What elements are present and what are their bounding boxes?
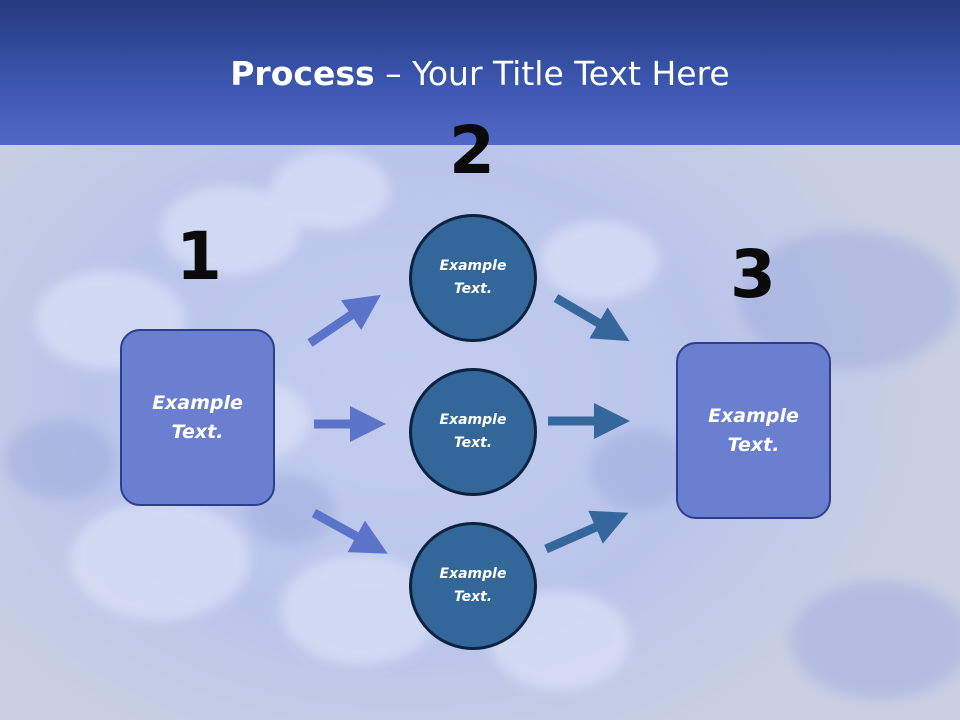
step-2-number: 2 — [449, 112, 495, 189]
arrow-2-to-3-top — [553, 294, 630, 342]
arrow-2-to-3-bottom — [544, 510, 629, 554]
title-rest-text: – Your Title Text Here — [374, 54, 730, 93]
stage-2-circle-top-label: Example Text. — [439, 258, 507, 297]
stage-2-circle-top: Example Text. — [409, 214, 537, 342]
title-bold-text: Process — [230, 54, 375, 93]
arrow-1-to-2-bottom — [311, 509, 388, 554]
step-3-label: Example Text. — [708, 404, 799, 456]
slide-title: Process – Your Title Text Here — [0, 52, 960, 96]
title-bar — [0, 0, 960, 145]
stage-2-circle-bottom: Example Text. — [409, 522, 537, 650]
step-1-box: Example Text. — [120, 329, 275, 506]
step-1-number: 1 — [176, 218, 222, 295]
step-3-box: Example Text. — [676, 342, 831, 519]
stage-2-circle-middle: Example Text. — [409, 368, 537, 496]
step-3-number: 3 — [730, 236, 776, 313]
step-1-label: Example Text. — [152, 391, 243, 443]
stage-2-circle-bottom-label: Example Text. — [439, 566, 507, 605]
stage-2-circle-middle-label: Example Text. — [439, 412, 507, 451]
arrow-1-to-2-top — [307, 294, 381, 347]
